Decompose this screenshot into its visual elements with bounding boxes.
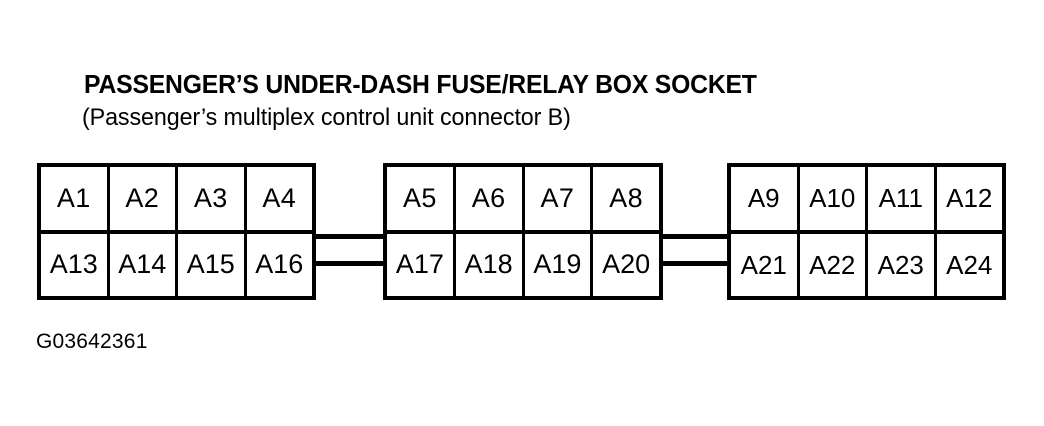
terminal-group-middle: A5 A6 A7 A8 A17 A18 A19 A20 — [383, 163, 663, 300]
terminal-cell[interactable]: A22 — [799, 233, 868, 296]
terminal-cell[interactable]: A2 — [109, 167, 178, 230]
bridge-link-left-lower — [313, 261, 385, 266]
terminal-row-top: A9 A10 A11 A12 — [731, 167, 1002, 234]
terminal-cell[interactable]: A19 — [524, 233, 594, 296]
terminal-row-bottom: A21 A22 A23 A24 — [731, 233, 1002, 296]
terminal-cell[interactable]: A18 — [455, 233, 525, 296]
terminal-cell[interactable]: A11 — [868, 167, 937, 230]
terminal-cell[interactable]: A6 — [455, 167, 525, 230]
terminal-cell[interactable]: A10 — [799, 167, 868, 230]
terminal-cell[interactable]: A20 — [593, 233, 659, 296]
terminal-cell[interactable]: A1 — [41, 167, 110, 230]
figure-title: PASSENGER’S UNDER-DASH FUSE/RELAY BOX SO… — [84, 71, 757, 99]
terminal-cell[interactable]: A16 — [246, 233, 312, 296]
terminal-cell[interactable]: A15 — [178, 233, 247, 296]
terminal-cell[interactable]: A4 — [246, 167, 312, 230]
terminal-cell[interactable]: A13 — [41, 233, 110, 296]
terminal-group-left: A1 A2 A3 A4 A13 A14 A15 A16 — [37, 163, 316, 300]
terminal-cell[interactable]: A24 — [936, 233, 1002, 296]
terminal-cell[interactable]: A8 — [593, 167, 659, 230]
figure-subtitle: (Passenger’s multiplex control unit conn… — [82, 104, 571, 131]
terminal-group-right: A9 A10 A11 A12 A21 A22 A23 A24 — [727, 163, 1006, 300]
terminal-cell[interactable]: A9 — [731, 167, 800, 230]
terminal-cell[interactable]: A3 — [178, 167, 247, 230]
terminal-cell[interactable]: A14 — [109, 233, 178, 296]
terminal-row-top: A1 A2 A3 A4 — [41, 167, 312, 234]
figure-caption: G03642361 — [36, 330, 148, 353]
terminal-cell[interactable]: A23 — [868, 233, 937, 296]
terminal-row-bottom: A13 A14 A15 A16 — [41, 233, 312, 296]
terminal-cell[interactable]: A17 — [387, 233, 456, 296]
bridge-link-left-upper — [313, 234, 385, 239]
terminal-row-top: A5 A6 A7 A8 — [387, 167, 659, 234]
bridge-link-right-lower — [660, 261, 729, 266]
terminal-cell[interactable]: A12 — [936, 167, 1002, 230]
bridge-link-right-upper — [660, 234, 729, 239]
terminal-cell[interactable]: A5 — [387, 167, 456, 230]
terminal-cell[interactable]: A7 — [524, 167, 594, 230]
terminal-row-bottom: A17 A18 A19 A20 — [387, 233, 659, 296]
terminal-cell[interactable]: A21 — [731, 233, 800, 296]
